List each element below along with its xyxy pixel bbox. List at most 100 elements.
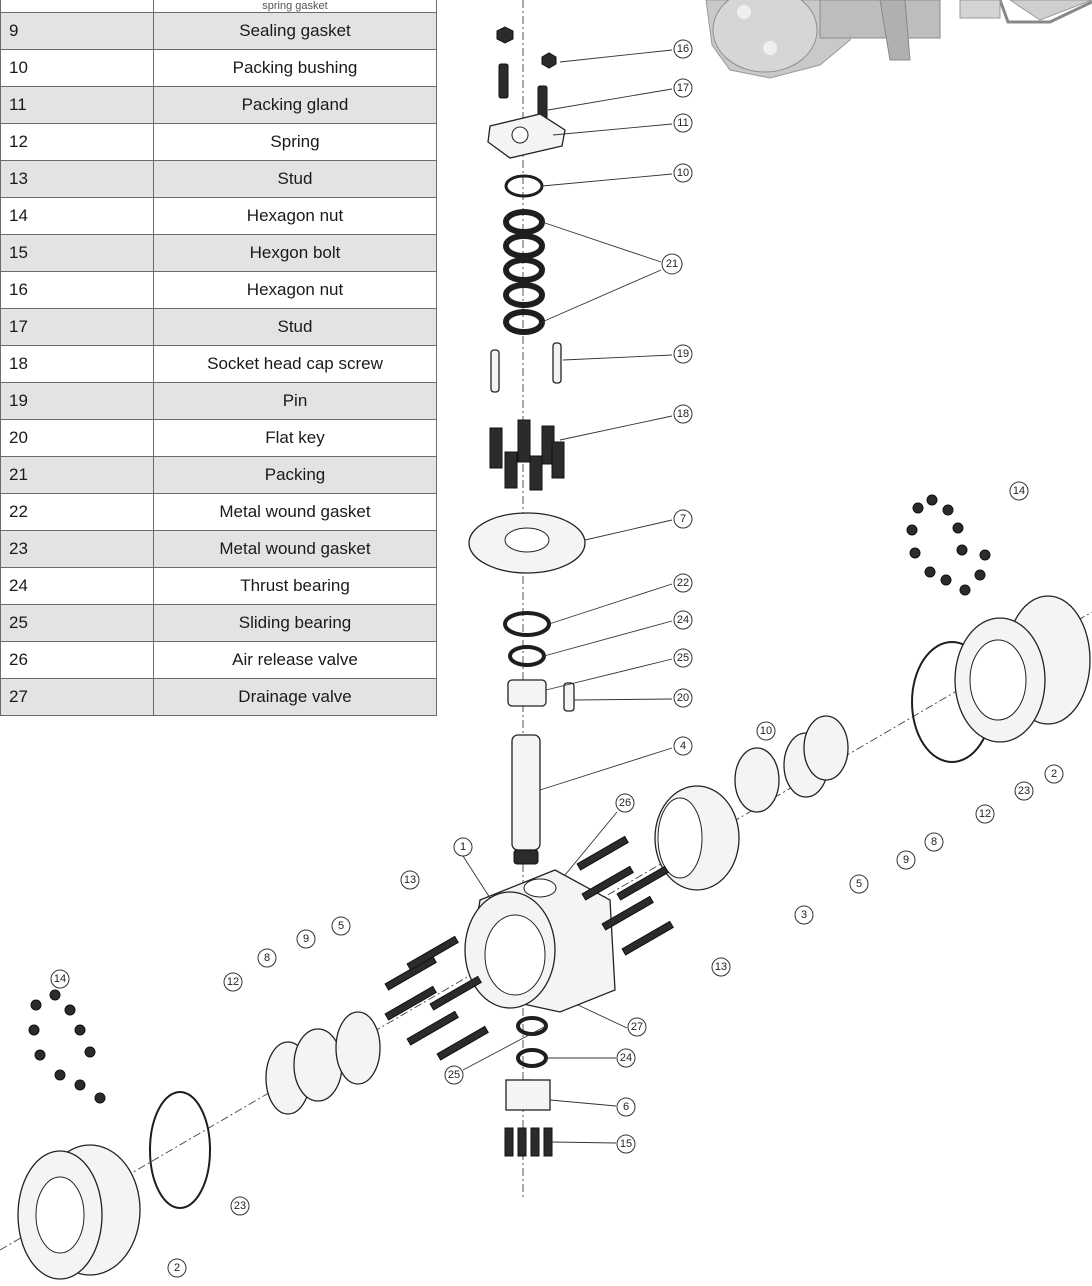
left-side-group	[17, 989, 381, 1280]
callout-19: 19	[673, 344, 693, 364]
callout-8-right: 8	[924, 832, 944, 852]
svg-text:8: 8	[931, 836, 937, 848]
svg-text:23: 23	[234, 1200, 246, 1212]
svg-text:10: 10	[760, 725, 772, 737]
callout-25-bottom: 25	[444, 1065, 464, 1085]
callout-25-top: 25	[673, 648, 693, 668]
callout-11: 11	[673, 113, 693, 133]
leader-lines	[462, 49, 673, 1144]
svg-text:19: 19	[677, 348, 689, 360]
callout-1: 1	[453, 837, 473, 857]
callout-2-left: 2	[167, 1258, 187, 1278]
svg-text:26: 26	[619, 797, 631, 809]
part-number-cell: 27	[0, 677, 154, 716]
callout-5-right: 5	[849, 874, 869, 894]
part-name-cell: Drainage valve	[153, 677, 437, 716]
part-name-cell: Thrust bearing	[153, 566, 437, 605]
callout-13-right: 13	[711, 957, 731, 977]
callout-17: 17	[673, 78, 693, 98]
svg-text:14: 14	[54, 973, 66, 985]
callout-7: 7	[673, 509, 693, 529]
part-number-cell: 23	[0, 529, 154, 568]
callout-2-right: 2	[1044, 764, 1064, 784]
callout-10-top: 10	[673, 163, 693, 183]
part-number-cell: 19	[0, 381, 154, 420]
part-number-cell: 24	[0, 566, 154, 605]
stem-hardware-group	[468, 26, 586, 865]
part-name-cell: Metal wound gasket	[153, 529, 437, 568]
svg-text:2: 2	[1051, 768, 1057, 780]
svg-text:17: 17	[677, 82, 689, 94]
svg-text:10: 10	[677, 167, 689, 179]
part-name-cell: Stud	[153, 307, 437, 346]
svg-text:1: 1	[460, 841, 466, 853]
part-number-cell: 9	[0, 11, 154, 50]
part-number-cell: 26	[0, 640, 154, 679]
part-number-cell: 20	[0, 418, 154, 457]
valve-photo	[705, 0, 1092, 80]
part-name-cell: Socket head cap screw	[153, 344, 437, 383]
callout-21: 21	[661, 253, 683, 275]
callout-3: 3	[794, 905, 814, 925]
callout-23-right: 23	[1014, 781, 1034, 801]
part-number-cell: 15	[0, 233, 154, 272]
svg-text:9: 9	[903, 854, 909, 866]
part-name-cell: Metal wound gasket	[153, 492, 437, 531]
callout-9-right: 9	[896, 850, 916, 870]
svg-text:9: 9	[303, 933, 309, 945]
callout-group: 16 17 11 10 21 19 18 7 22 24 25 20 4 10 …	[50, 39, 1064, 1278]
svg-text:14: 14	[1013, 485, 1025, 497]
svg-text:11: 11	[677, 117, 688, 129]
svg-text:25: 25	[448, 1069, 460, 1081]
svg-text:7: 7	[680, 513, 686, 525]
callout-14-right: 14	[1009, 481, 1029, 501]
callout-12-left: 12	[223, 972, 243, 992]
svg-text:2: 2	[174, 1262, 180, 1274]
callout-12-right: 12	[975, 804, 995, 824]
callout-24-bottom: 24	[616, 1048, 636, 1068]
callout-24-top: 24	[673, 610, 693, 630]
svg-text:3: 3	[801, 909, 807, 921]
part-name-cell: Hexgon bolt	[153, 233, 437, 272]
callout-10-mid: 10	[756, 721, 776, 741]
callout-5-left: 5	[331, 916, 351, 936]
part-number-cell: 12	[0, 122, 154, 161]
ball-and-seat-group	[654, 715, 849, 891]
callout-23-left: 23	[230, 1196, 250, 1216]
part-name-cell: Sliding bearing	[153, 603, 437, 642]
right-end-flange-group	[906, 494, 1091, 763]
callout-8-left: 8	[257, 948, 277, 968]
part-name-cell: Flat key	[153, 418, 437, 457]
svg-text:12: 12	[227, 976, 239, 988]
svg-text:27: 27	[631, 1021, 643, 1033]
part-number-cell: 18	[0, 344, 154, 383]
svg-text:21: 21	[666, 258, 678, 270]
part-number-cell: 16	[0, 270, 154, 309]
svg-text:24: 24	[620, 1052, 632, 1064]
svg-text:4: 4	[680, 740, 686, 752]
callout-9-left: 9	[296, 929, 316, 949]
callout-16: 16	[673, 39, 693, 59]
part-name-cell: Pin	[153, 381, 437, 420]
callout-13-left: 13	[400, 870, 420, 890]
part-name-cell: Packing bushing	[153, 48, 437, 87]
callout-26: 26	[615, 793, 635, 813]
svg-text:13: 13	[715, 961, 727, 973]
studs-right-group	[576, 835, 674, 956]
svg-text:25: 25	[677, 652, 689, 664]
